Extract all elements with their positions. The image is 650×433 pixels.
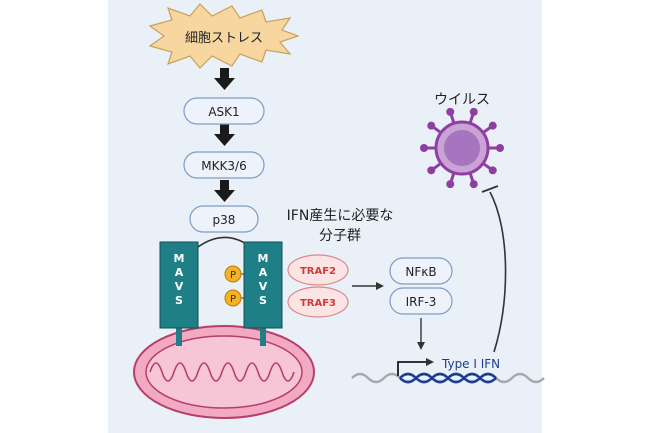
arrow-stress-ask1 bbox=[214, 68, 235, 90]
transcription-start-arrow bbox=[397, 358, 434, 376]
virus-spike-tip bbox=[469, 107, 478, 116]
inhibition-bar bbox=[481, 185, 499, 193]
mavs-left-m: M bbox=[174, 252, 185, 265]
mavs-right-m: M bbox=[258, 252, 269, 265]
node-irf3: IRF-3 bbox=[389, 287, 453, 315]
node-ask1-label: ASK1 bbox=[208, 105, 239, 119]
starburst-shape bbox=[148, 3, 300, 69]
mavs-right-s: S bbox=[259, 294, 267, 307]
inhibition-curve bbox=[489, 191, 507, 353]
mavs-right-a: A bbox=[259, 266, 268, 279]
mavs-left-a: A bbox=[175, 266, 184, 279]
node-traf2-label: TRAF2 bbox=[300, 266, 336, 277]
node-irf3-label: IRF-3 bbox=[406, 295, 437, 309]
cell-stress-starburst: 細胞ストレス bbox=[148, 3, 300, 69]
node-p38: p38 bbox=[189, 205, 259, 233]
phospho-1: P bbox=[224, 265, 244, 283]
virus-label: ウイルス bbox=[434, 92, 490, 108]
virus-spike-tip bbox=[469, 180, 478, 189]
virus-spike-tip bbox=[427, 166, 436, 175]
node-ask1: ASK1 bbox=[183, 97, 265, 125]
virus-spike-tip bbox=[446, 107, 455, 116]
phospho-2: P bbox=[224, 289, 244, 307]
mavs-left-v: V bbox=[175, 280, 184, 293]
virus-spike-tip bbox=[446, 180, 455, 189]
node-nfkb: NFκB bbox=[389, 257, 453, 285]
ifn-factors-line2: 分子群 bbox=[319, 228, 361, 244]
virus-core bbox=[444, 130, 480, 166]
node-nfkb-label: NFκB bbox=[405, 265, 436, 279]
mavs-left-s: S bbox=[175, 294, 183, 307]
node-traf2: TRAF2 bbox=[287, 254, 349, 286]
phospho-2-label: P bbox=[230, 294, 236, 305]
ifn-factors-line1: IFN産生に必要な bbox=[287, 208, 394, 224]
node-traf3: TRAF3 bbox=[287, 286, 349, 318]
mavs-right-v: V bbox=[259, 280, 268, 293]
phospho-1-label: P bbox=[230, 270, 236, 281]
mitochondrion bbox=[133, 325, 315, 419]
type1-ifn-label: Type I IFN bbox=[441, 357, 500, 371]
dna-strand bbox=[351, 372, 545, 384]
node-mkk-label: MKK3/6 bbox=[201, 159, 246, 173]
virus-spike-tip bbox=[427, 121, 436, 130]
virus-icon bbox=[420, 107, 504, 189]
node-p38-label: p38 bbox=[213, 213, 236, 227]
node-mkk: MKK3/6 bbox=[183, 151, 265, 179]
dna-blue-strand-2 bbox=[399, 372, 497, 384]
virus-spike-tip bbox=[420, 144, 428, 152]
arrow-mkk-p38 bbox=[214, 180, 235, 202]
arrow-ask1-mkk bbox=[214, 124, 235, 146]
cascade-arrows bbox=[214, 68, 235, 202]
virus-spike-tip bbox=[488, 166, 497, 175]
mavs-left: M A V S bbox=[159, 241, 199, 346]
cristae bbox=[149, 362, 295, 382]
node-traf3-label: TRAF3 bbox=[300, 298, 336, 309]
virus-spike-tip bbox=[488, 121, 497, 130]
virus-spike-tip bbox=[496, 144, 504, 152]
mavs-right: M A V S bbox=[243, 241, 283, 346]
cell-stress-label: 細胞ストレス bbox=[185, 31, 263, 46]
